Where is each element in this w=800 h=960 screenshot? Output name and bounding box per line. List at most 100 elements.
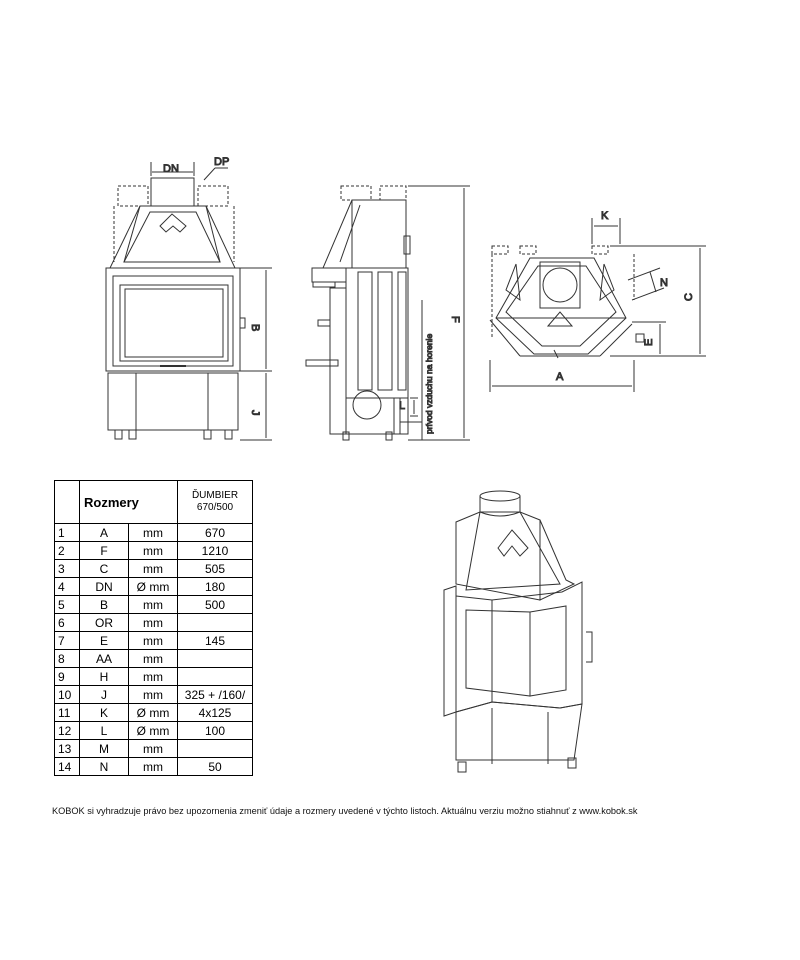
row-value: 4x125 <box>177 703 253 722</box>
row-value <box>177 667 253 686</box>
3d-logo <box>497 529 529 557</box>
perspective-view <box>443 490 593 773</box>
side-body <box>345 267 409 399</box>
label-e: E <box>643 339 655 346</box>
row-unit: mm <box>128 649 178 668</box>
label-b: B <box>249 324 261 331</box>
row-unit: mm <box>128 631 178 650</box>
front-outlet-left <box>117 185 149 207</box>
label-a: A <box>556 371 564 383</box>
top-outline <box>495 257 627 355</box>
row-number: 4 <box>54 577 80 596</box>
label-dp: DP <box>214 156 229 168</box>
row-unit: mm <box>128 613 178 632</box>
side-chimney <box>351 199 407 269</box>
table-title: Rozmery <box>79 480 178 524</box>
row-number: 6 <box>54 613 80 632</box>
row-symbol: B <box>79 595 129 614</box>
row-value: 670 <box>177 523 253 542</box>
row-number: 7 <box>54 631 80 650</box>
row-number: 10 <box>54 685 80 704</box>
row-value <box>177 613 253 632</box>
row-unit: mm <box>128 559 178 578</box>
3d-door <box>455 581 583 713</box>
label-n: N <box>660 277 668 289</box>
row-value: 100 <box>177 721 253 740</box>
front-outlet-right <box>197 185 229 207</box>
row-symbol: C <box>79 559 129 578</box>
table-model-name: ĎUMBIER <box>191 490 239 501</box>
side-view <box>305 185 470 441</box>
front-base <box>107 372 239 431</box>
row-symbol: H <box>79 667 129 686</box>
row-symbol: F <box>79 541 129 560</box>
row-unit: mm <box>128 667 178 686</box>
row-number: 12 <box>54 721 80 740</box>
label-j: J <box>249 410 261 416</box>
row-value: 50 <box>177 757 253 776</box>
row-symbol: A <box>79 523 129 542</box>
row-value: 1210 <box>177 541 253 560</box>
row-value: 180 <box>177 577 253 596</box>
table-header-row: Rozmery ĎUMBIER 670/500 <box>54 480 253 524</box>
row-number: 13 <box>54 739 80 758</box>
label-c: C <box>683 293 695 301</box>
row-unit: Ø mm <box>128 721 178 740</box>
row-value: 145 <box>177 631 253 650</box>
row-unit: Ø mm <box>128 703 178 722</box>
front-hood <box>109 205 236 269</box>
label-dn: DN <box>163 163 179 175</box>
row-symbol: L <box>79 721 129 740</box>
row-value: 500 <box>177 595 253 614</box>
row-value <box>177 649 253 668</box>
row-symbol: N <box>79 757 129 776</box>
row-number: 14 <box>54 757 80 776</box>
row-unit: mm <box>128 541 178 560</box>
label-f: F <box>449 316 461 323</box>
front-logo <box>159 213 187 233</box>
row-unit: mm <box>128 595 178 614</box>
table-header-no <box>54 480 80 524</box>
row-value: 505 <box>177 559 253 578</box>
row-number: 8 <box>54 649 80 668</box>
row-number: 3 <box>54 559 80 578</box>
top-flue <box>539 261 581 309</box>
table-model-size: 670/500 <box>196 502 234 513</box>
footnote: KOBOK si vyhradzuje právo bez upozorneni… <box>52 806 638 816</box>
front-door-frame <box>105 267 241 372</box>
row-unit: Ø mm <box>128 577 178 596</box>
row-unit: mm <box>128 523 178 542</box>
row-value <box>177 739 253 758</box>
row-symbol: AA <box>79 649 129 668</box>
row-unit: mm <box>128 739 178 758</box>
side-air-inlet <box>352 390 382 420</box>
row-symbol: K <box>79 703 129 722</box>
row-number: 2 <box>54 541 80 560</box>
label-l: L <box>399 400 405 412</box>
row-number: 11 <box>54 703 80 722</box>
front-view <box>105 162 272 441</box>
top-view <box>489 218 706 392</box>
front-flue-pipe <box>150 177 195 207</box>
row-symbol: M <box>79 739 129 758</box>
row-symbol: E <box>79 631 129 650</box>
label-air-supply: prívod vzduchu na horenie <box>424 334 434 434</box>
table-model: ĎUMBIER 670/500 <box>177 480 253 524</box>
